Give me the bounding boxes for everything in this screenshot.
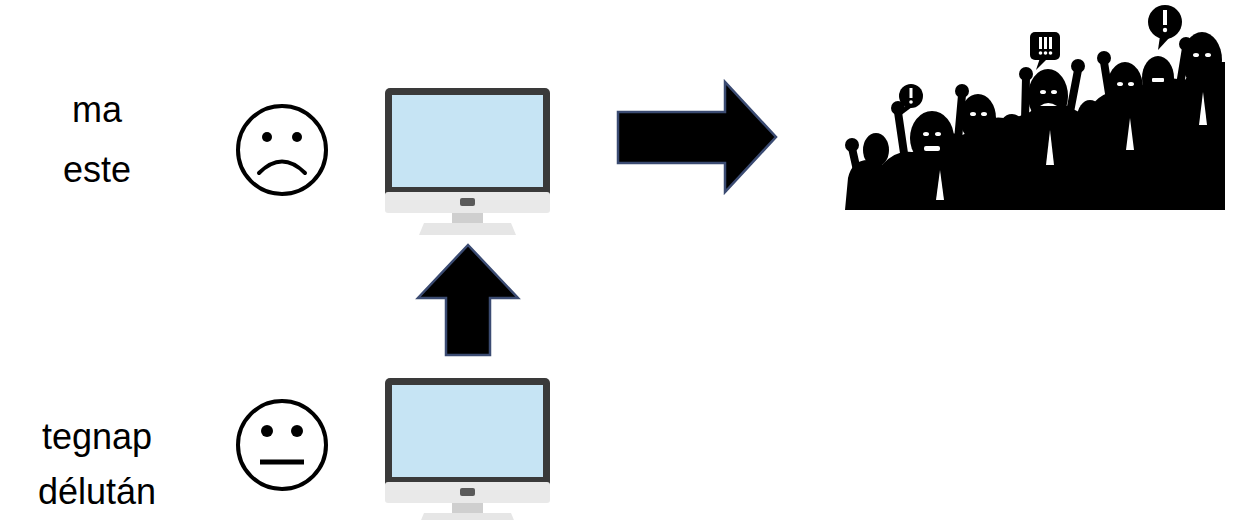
block-arrow	[418, 245, 518, 355]
speech-bubble	[899, 84, 923, 116]
monitor-base	[419, 223, 516, 235]
speech-bubble	[1030, 32, 1060, 70]
face-eye	[262, 132, 272, 142]
computer-monitor	[385, 88, 550, 235]
crowd-fist	[1019, 67, 1033, 81]
angry-crowd	[845, 5, 1225, 210]
face-outline	[238, 106, 326, 194]
monitor-bezel	[385, 482, 550, 503]
monitor-node: ma este	[35, 85, 550, 235]
time-label: tegnap délután	[35, 409, 159, 519]
crowd-head	[863, 133, 889, 167]
sad-face	[238, 106, 326, 194]
computer-monitor	[385, 378, 550, 520]
monitor-node: tegnap délután	[35, 375, 550, 520]
crowd-arms	[852, 48, 1186, 175]
crowd-head	[1077, 100, 1103, 136]
monitor-frame	[385, 378, 550, 488]
speech-bubble	[1148, 5, 1182, 50]
face-mouth	[259, 162, 305, 174]
face-outline	[238, 401, 326, 489]
neutral-face	[238, 401, 326, 489]
crowd-fist	[1071, 59, 1085, 73]
face-eye	[261, 425, 273, 437]
crowd-fist	[1179, 37, 1193, 51]
crowd-head	[1142, 56, 1174, 100]
crowd-head	[910, 111, 954, 165]
monitor-neck	[452, 503, 483, 513]
monitor-button	[460, 488, 475, 496]
face-eye	[292, 132, 302, 142]
monitor-neck	[452, 213, 483, 223]
crowd-head	[1107, 62, 1143, 114]
face-eye	[291, 425, 303, 437]
face-mouth	[260, 460, 304, 465]
crowd-faces	[923, 53, 1211, 200]
monitor-button	[460, 198, 475, 206]
time-label: ma este	[35, 80, 159, 200]
monitor-frame	[385, 88, 550, 198]
monitor-screen	[392, 385, 543, 477]
block-arrow	[618, 82, 776, 192]
monitor-bezel	[385, 192, 550, 213]
crowd-fist	[1097, 51, 1111, 65]
crowd-fist	[845, 138, 859, 152]
monitor-screen	[392, 95, 543, 187]
crowd-fist	[955, 84, 969, 98]
crowd-head	[1028, 69, 1068, 123]
monitor-base	[419, 513, 516, 520]
